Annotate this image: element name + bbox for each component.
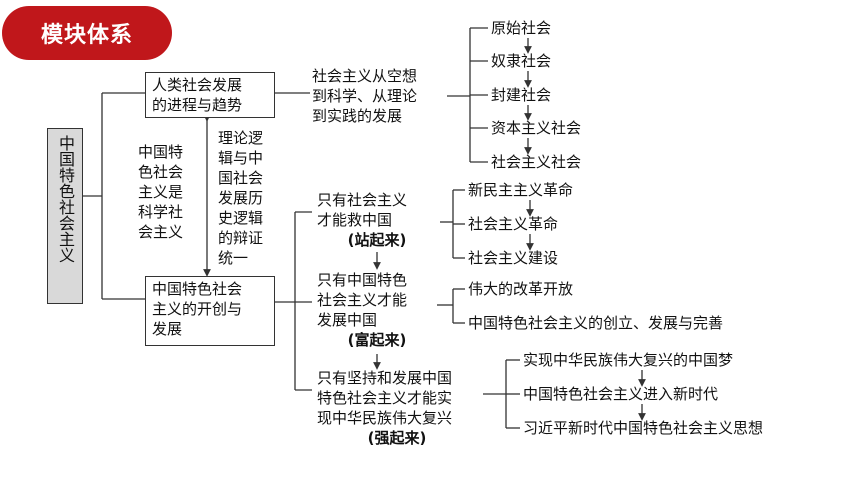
middle-left-line: 主义是 bbox=[138, 183, 184, 201]
middle-left-line: 会主义 bbox=[138, 223, 184, 241]
stage-item: 资本主义社会 bbox=[491, 119, 582, 137]
branch1-sub-node: 社会主义从空想 到科学、从理论 到实践的发展 bbox=[312, 66, 417, 126]
group2-tag: (富起来) bbox=[347, 331, 407, 349]
group2-item: 中国特色社会主义的创立、发展与完善 bbox=[468, 314, 724, 332]
group1-tag: (站起来) bbox=[347, 231, 407, 249]
group1-item: 新民主主义革命 bbox=[468, 181, 574, 199]
branch1-sub-line3: 到实践的发展 bbox=[312, 107, 403, 125]
group3-line: 现中华民族伟大复兴 bbox=[317, 409, 453, 427]
branch2-title-line2: 主义的开创与 bbox=[152, 300, 243, 318]
branch1-sub-line1: 社会主义从空想 bbox=[312, 67, 418, 85]
group2-item: 伟大的改革开放 bbox=[468, 280, 574, 298]
group2-line: 只有中国特色 bbox=[317, 271, 408, 289]
group1-item: 社会主义革命 bbox=[468, 215, 559, 233]
middle-left-line: 色社会 bbox=[138, 163, 184, 181]
branch1-title-line2: 的进程与趋势 bbox=[152, 96, 243, 114]
group3-tag: (强起来) bbox=[367, 429, 427, 447]
group1-line: 只有社会主义 bbox=[317, 191, 408, 209]
middle-right-line: 统一 bbox=[218, 249, 249, 267]
stage-item: 奴隶社会 bbox=[491, 52, 552, 70]
middle-right-line: 史逻辑 bbox=[218, 209, 264, 227]
branch1-title-line1: 人类社会发展 bbox=[152, 76, 243, 94]
middle-left-text: 中国特 色社会 主义是 科学社 会主义 bbox=[138, 142, 183, 242]
middle-right-line: 发展历 bbox=[218, 189, 264, 207]
stage-item: 原始社会 bbox=[491, 19, 552, 37]
stage-item: 社会主义社会 bbox=[491, 153, 582, 171]
group3-line: 特色社会主义才能实 bbox=[317, 389, 453, 407]
group2-node: 只有中国特色 社会主义才能 发展中国 (富起来) bbox=[317, 270, 437, 350]
group1-item: 社会主义建设 bbox=[468, 249, 559, 267]
branch2-title-line3: 发展 bbox=[152, 320, 183, 338]
middle-right-line: 国社会 bbox=[218, 169, 264, 187]
middle-right-line: 理论逻 bbox=[218, 129, 264, 147]
group3-item: 中国特色社会主义进入新时代 bbox=[523, 385, 719, 403]
group3-item: 实现中华民族伟大复兴的中国梦 bbox=[523, 351, 734, 369]
module-system-badge: 模块体系 bbox=[2, 6, 172, 60]
branch1-sub-line2: 到科学、从理论 bbox=[312, 87, 418, 105]
group2-line: 社会主义才能 bbox=[317, 291, 408, 309]
branch2-title-line1: 中国特色社会 bbox=[152, 280, 243, 298]
group1-node: 只有社会主义 才能救中国 (站起来) bbox=[317, 190, 437, 250]
group3-item: 习近平新时代中国特色社会主义思想 bbox=[523, 419, 764, 437]
middle-right-line: 的辩证 bbox=[218, 229, 264, 247]
middle-right-line: 辑与中 bbox=[218, 149, 264, 167]
group3-line: 只有坚持和发展中国 bbox=[317, 369, 453, 387]
middle-right-text: 理论逻 辑与中 国社会 发展历 史逻辑 的辩证 统一 bbox=[218, 128, 263, 268]
root-label: 中国特色社会主义 bbox=[56, 135, 75, 263]
group2-line: 发展中国 bbox=[317, 311, 378, 329]
group1-line: 才能救中国 bbox=[317, 211, 393, 229]
branch-china-socialism: 中国特色社会 主义的开创与 发展 bbox=[145, 276, 275, 346]
middle-left-line: 中国特 bbox=[138, 143, 184, 161]
stage-item: 封建社会 bbox=[491, 86, 552, 104]
middle-left-line: 科学社 bbox=[138, 203, 184, 221]
group3-node: 只有坚持和发展中国 特色社会主义才能实 现中华民族伟大复兴 (强起来) bbox=[317, 368, 477, 448]
branch-human-society: 人类社会发展 的进程与趋势 bbox=[145, 72, 275, 118]
root-node: 中国特色社会主义 bbox=[47, 128, 83, 304]
